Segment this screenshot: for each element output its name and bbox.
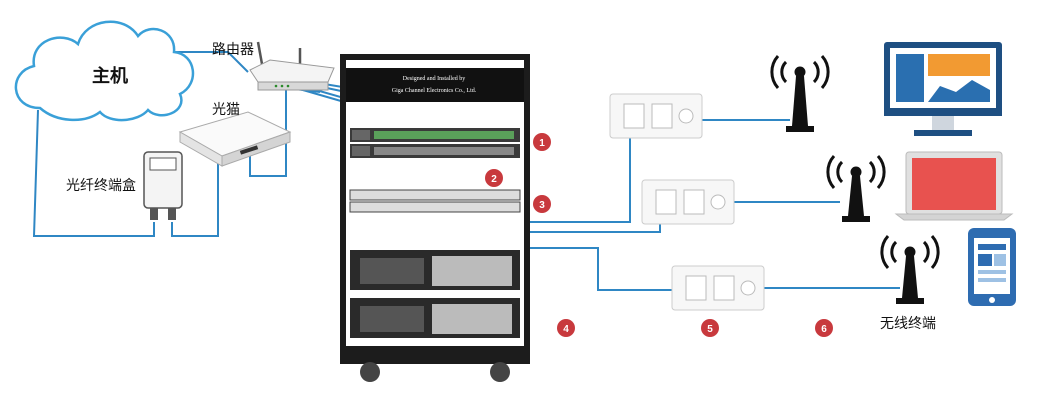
svg-text:4: 4 — [563, 324, 569, 335]
rack-banner-line2: Giga Channel Electronics Co., Ltd. — [392, 88, 477, 94]
router-label: 路由器 — [212, 42, 254, 58]
svg-text:3: 3 — [539, 200, 545, 211]
router-icon — [249, 41, 335, 91]
svg-text:6: 6 — [821, 324, 827, 335]
wall-socket-icon — [671, 265, 765, 311]
modem-label: 光猫 — [212, 102, 240, 118]
wall-socket-icon — [641, 179, 735, 225]
modem-icon — [178, 111, 292, 167]
svg-text:5: 5 — [707, 324, 713, 335]
rack-patch-panel-1 — [349, 189, 521, 201]
wireless-tower-icon — [826, 155, 886, 222]
svg-text:2: 2 — [491, 174, 497, 185]
cable-host-fiberbox — [32, 109, 155, 237]
cable-fiberbox-modem — [171, 160, 219, 237]
wireless-terminal-label: 无线终端 — [880, 316, 936, 332]
monitor-icon — [884, 42, 1002, 136]
rack-banner — [346, 68, 524, 102]
badge-6: 6 — [815, 319, 833, 337]
cloud-icon — [14, 20, 195, 122]
tablet-icon — [968, 228, 1016, 306]
host-label: 主机 — [92, 65, 128, 87]
wireless-tower-icon — [880, 235, 940, 304]
fiber-box-label: 光纤终端盒 — [66, 177, 136, 194]
cable-host-router — [160, 51, 249, 73]
badge-1: 1 — [533, 133, 551, 151]
badge-2: 2 — [485, 169, 503, 187]
badge-4: 4 — [557, 319, 575, 337]
badge-5: 5 — [701, 319, 719, 337]
fiber-box-icon — [143, 151, 183, 220]
rack-banner-line1: Designed and Installed by — [403, 76, 465, 82]
wireless-tower-icon — [770, 55, 830, 132]
badge-3: 3 — [533, 195, 551, 213]
wall-socket-icon — [609, 93, 703, 139]
laptop-icon — [894, 151, 1014, 221]
server-rack-icon — [340, 54, 530, 382]
rack-patch-panel-2 — [349, 201, 521, 213]
svg-text:1: 1 — [539, 138, 545, 149]
